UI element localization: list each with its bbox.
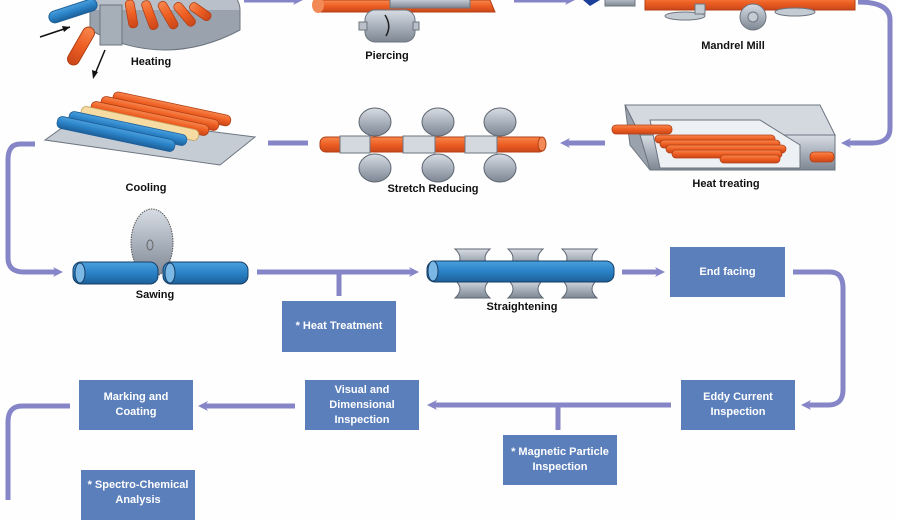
piercing-roll (358, 9, 420, 43)
mandrel-mill-illustration (583, 0, 856, 31)
label-heating: Heating (130, 56, 172, 68)
box-end-facing-text: End facing (699, 265, 756, 278)
stretch-reducing-illustration (319, 107, 547, 183)
arrow-endfacing-to-eddy (793, 269, 846, 410)
straightening-illustration (426, 248, 615, 299)
heat-treating-furnace-illustration (611, 104, 836, 171)
arrow-cooling-to-sawing (5, 141, 63, 277)
flow-arrows (5, 0, 893, 500)
label-mandrel-mill: Mandrel Mill (701, 40, 765, 52)
label-piercing: Piercing (365, 50, 409, 62)
cooling-bed-illustration (43, 91, 257, 166)
sawing-illustration (72, 208, 249, 285)
piercing-illustration (312, 0, 496, 43)
label-cooling: Cooling (125, 182, 167, 194)
label-straightening: Straightening (486, 301, 558, 313)
arrow-mandrel-to-heattreating (841, 0, 893, 148)
arrow-marking-to-spectro (5, 403, 70, 500)
diagram-canvas (5, 0, 893, 500)
label-heat-treating: Heat treating (692, 178, 760, 190)
box-end-facing: End facing (670, 247, 785, 297)
label-sawing: Sawing (135, 289, 175, 301)
heating-furnace-illustration (39, 0, 241, 79)
process-diagram: Heating Piercing Mandrel Mill Heat treat… (5, 0, 893, 520)
label-stretch-reducing: Stretch Reducing (387, 183, 479, 195)
box-heat-treatment-optional: * Heat Treatment (282, 301, 396, 352)
